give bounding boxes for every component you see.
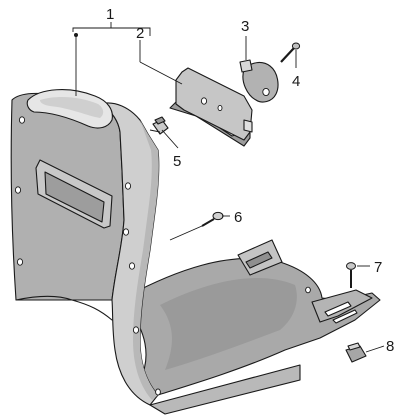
leader-lines bbox=[72, 22, 385, 353]
callout-1: 1 bbox=[106, 6, 114, 23]
part-4-screw bbox=[280, 42, 301, 63]
mount-hole bbox=[18, 116, 26, 124]
cover-plate-hole bbox=[217, 104, 223, 112]
mounting-holes bbox=[14, 116, 311, 396]
nut-clip-top bbox=[347, 342, 361, 351]
callout-8: 8 bbox=[386, 338, 394, 355]
leader-6b bbox=[169, 225, 203, 241]
screw-head bbox=[346, 262, 356, 270]
leader-5 bbox=[161, 129, 179, 149]
leader-8 bbox=[365, 345, 385, 353]
glove-box-recess-inner bbox=[44, 171, 105, 223]
part-5-clip bbox=[152, 116, 169, 135]
part-3-round-bracket bbox=[239, 59, 279, 103]
cover-plate-clip bbox=[243, 119, 253, 133]
lower-shield-contour bbox=[15, 295, 113, 321]
mount-hole bbox=[305, 286, 311, 294]
round-bracket-boss bbox=[239, 59, 253, 73]
flange-slot-2 bbox=[332, 309, 358, 324]
part-7-screw bbox=[346, 262, 356, 288]
screw-head bbox=[291, 42, 301, 50]
callout-numbers: 1 2 3 4 5 6 7 8 bbox=[106, 6, 394, 355]
mount-hole bbox=[122, 228, 130, 236]
mount-hole bbox=[128, 262, 136, 270]
callout-3: 3 bbox=[241, 18, 249, 35]
shield-edge-shade bbox=[133, 120, 159, 400]
callout-4: 4 bbox=[292, 73, 300, 90]
footrest-pan-inner bbox=[160, 277, 297, 370]
cover-plate-face bbox=[175, 67, 253, 141]
mount-hole bbox=[132, 326, 140, 334]
mount-hole bbox=[124, 182, 132, 190]
callout-2: 2 bbox=[136, 25, 144, 42]
screw-shaft bbox=[201, 218, 215, 227]
clip-top bbox=[154, 116, 166, 125]
flange-slot-1 bbox=[324, 301, 352, 317]
floor-base bbox=[149, 364, 301, 415]
leader-5b bbox=[149, 129, 161, 133]
part-8-nut-clip bbox=[345, 342, 367, 363]
mount-hole bbox=[14, 186, 22, 194]
rear-bracket-slot bbox=[245, 251, 273, 269]
mount-hole bbox=[16, 258, 24, 266]
steering-opening-inner bbox=[40, 96, 104, 118]
callout-5: 5 bbox=[173, 153, 181, 170]
mount-hole bbox=[155, 388, 161, 396]
callout-6: 6 bbox=[234, 209, 242, 226]
part-2-cover-plate bbox=[169, 67, 253, 147]
round-bracket-hole bbox=[262, 87, 270, 97]
washer bbox=[212, 211, 224, 221]
cover-plate-hole bbox=[200, 97, 208, 105]
part-6-screw-washer bbox=[201, 211, 224, 227]
leg-shield-panel bbox=[10, 89, 381, 415]
screw-shaft bbox=[280, 47, 295, 63]
leader-2b bbox=[139, 61, 183, 85]
leader-1-bracket bbox=[72, 27, 151, 36]
callout-7: 7 bbox=[374, 259, 382, 276]
